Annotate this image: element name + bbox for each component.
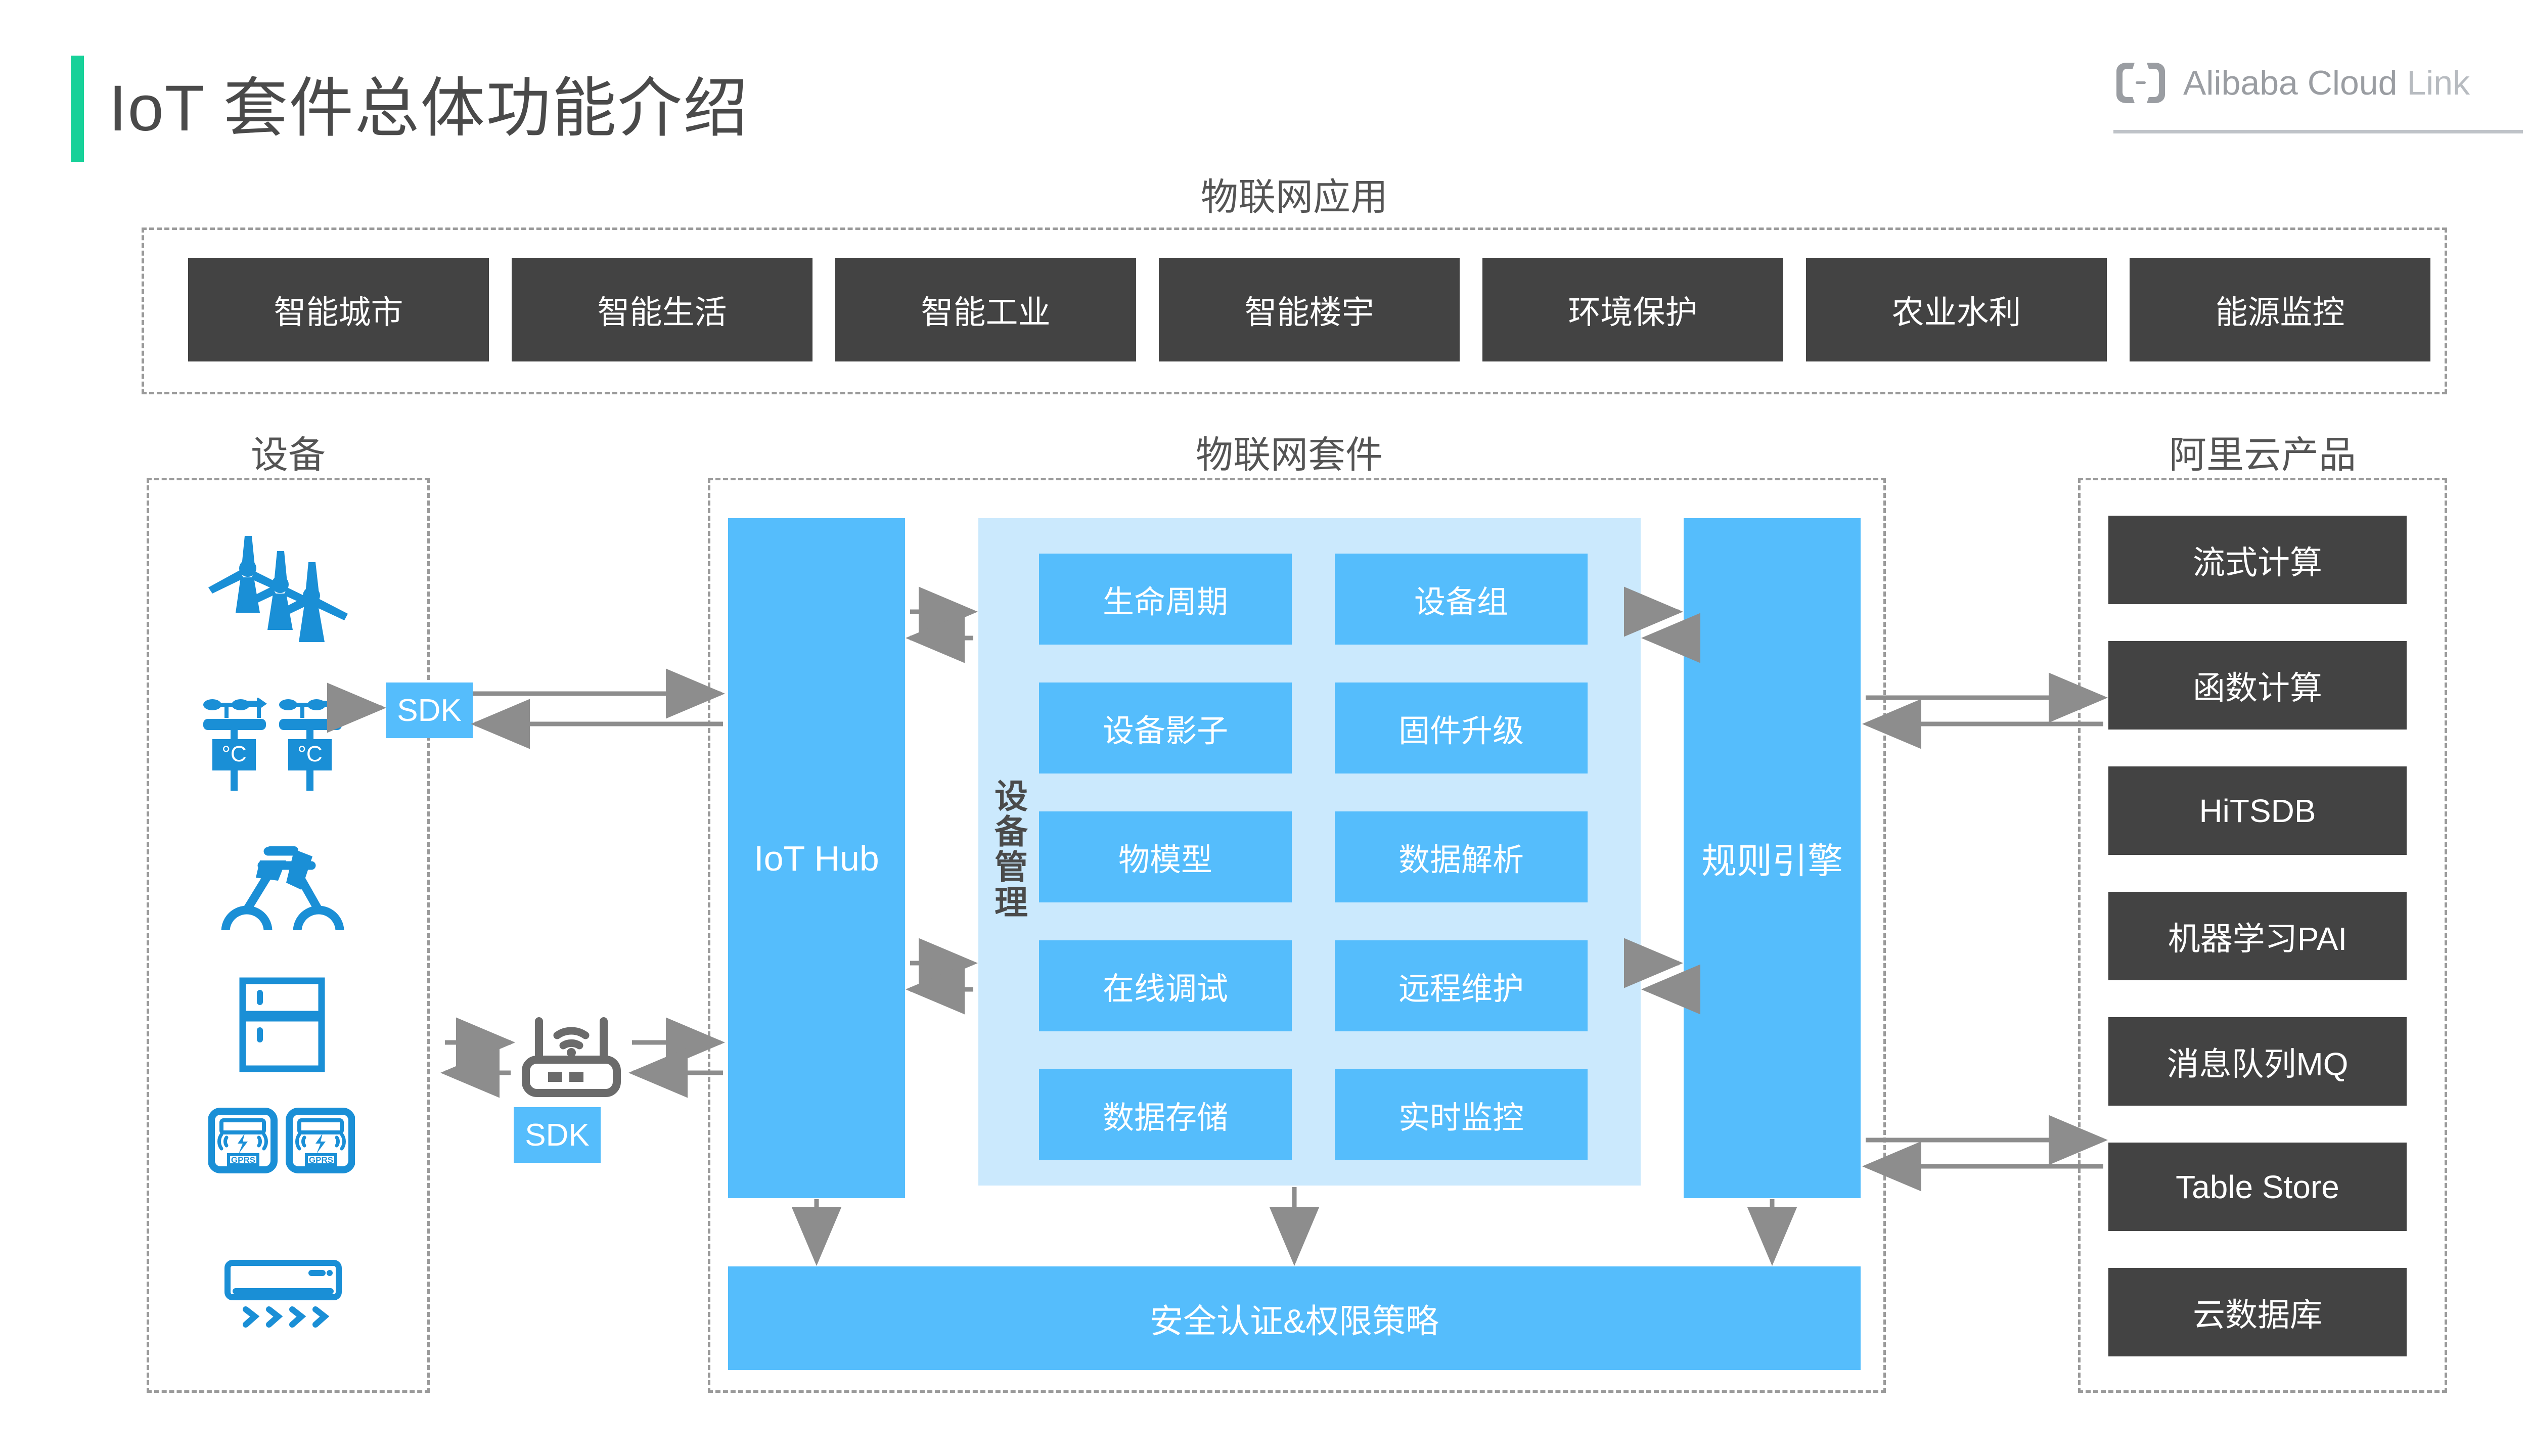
sdk-badge[interactable]: SDK — [386, 682, 473, 738]
rule-engine-box[interactable]: 规则引擎 — [1684, 518, 1861, 1198]
bicycle-icon — [221, 846, 344, 930]
cloud-products-caption: 阿里云产品 — [2169, 434, 2356, 476]
cloud-product-box[interactable]: 流式计算 — [2108, 516, 2407, 604]
feature-box[interactable]: 数据解析 — [1335, 811, 1588, 902]
suite-caption: 物联网套件 — [1196, 434, 1383, 476]
cloud-product-box[interactable]: Table Store — [2108, 1143, 2407, 1231]
logo-brand: Alibaba Cloud — [2183, 64, 2398, 102]
devices-group-box — [147, 478, 430, 1393]
title-accent-bar — [71, 56, 84, 162]
applications-caption: 物联网应用 — [1201, 176, 1388, 218]
logo-suffix: Link — [2407, 64, 2470, 102]
logo-wordmark: Alibaba Cloud Link — [2183, 63, 2470, 103]
page-title: IoT 套件总体功能介绍 — [109, 72, 749, 145]
svg-text:GPRS: GPRS — [231, 1155, 255, 1165]
alibaba-cloud-bracket-icon — [2116, 63, 2165, 103]
cloud-products-group-box — [2078, 478, 2447, 1393]
gprs-smart-meter-icon: GPRS GPRS — [208, 1108, 355, 1173]
iot-hub-box[interactable]: IoT Hub — [728, 518, 905, 1198]
feature-box[interactable]: 数据存储 — [1039, 1069, 1292, 1160]
feature-box[interactable]: 生命周期 — [1039, 554, 1292, 645]
feature-box[interactable]: 远程维护 — [1335, 940, 1588, 1031]
logo-divider — [2113, 130, 2523, 133]
cloud-product-box[interactable]: 函数计算 — [2108, 641, 2407, 730]
feature-box[interactable]: 在线调试 — [1039, 940, 1292, 1031]
cloud-product-box[interactable]: 机器学习PAI — [2108, 892, 2407, 980]
devices-caption: 设备 — [251, 434, 326, 476]
sdk-badge[interactable]: SDK — [514, 1107, 601, 1163]
air-conditioner-icon — [224, 1260, 342, 1328]
alibaba-cloud-link-logo: Alibaba Cloud Link — [2113, 53, 2523, 144]
svg-text:GPRS: GPRS — [309, 1155, 333, 1165]
feature-box[interactable]: 设备影子 — [1039, 682, 1292, 774]
suite-group-box — [708, 478, 1886, 1393]
cloud-product-box[interactable]: HiTSDB — [2108, 766, 2407, 855]
feature-box[interactable]: 设备组 — [1335, 554, 1588, 645]
application-box[interactable]: 能源监控 — [2130, 258, 2430, 361]
application-box[interactable]: 智能工业 — [835, 258, 1136, 361]
cloud-product-box[interactable]: 消息队列MQ — [2108, 1017, 2407, 1106]
feature-box[interactable]: 物模型 — [1039, 811, 1292, 902]
svg-text:°C: °C — [221, 742, 246, 766]
application-box[interactable]: 智能城市 — [188, 258, 489, 361]
feature-box[interactable]: 实时监控 — [1335, 1069, 1588, 1160]
weather-temperature-sensor-icon: °C °C — [203, 698, 343, 791]
application-box[interactable]: 环境保护 — [1482, 258, 1783, 361]
cloud-product-box[interactable]: 云数据库 — [2108, 1268, 2407, 1356]
device-management-label: 设备管理 — [990, 779, 1027, 920]
applications-group-box — [142, 228, 2447, 394]
svg-text:°C: °C — [297, 742, 322, 766]
wind-turbine-icon — [208, 536, 348, 642]
wifi-router-icon — [522, 1017, 621, 1097]
application-box[interactable]: 农业水利 — [1806, 258, 2107, 361]
refrigerator-icon — [239, 977, 325, 1072]
application-box[interactable]: 智能楼宇 — [1159, 258, 1460, 361]
security-policy-bar[interactable]: 安全认证&权限策略 — [728, 1266, 1861, 1370]
feature-box[interactable]: 固件升级 — [1335, 682, 1588, 774]
application-box[interactable]: 智能生活 — [512, 258, 812, 361]
